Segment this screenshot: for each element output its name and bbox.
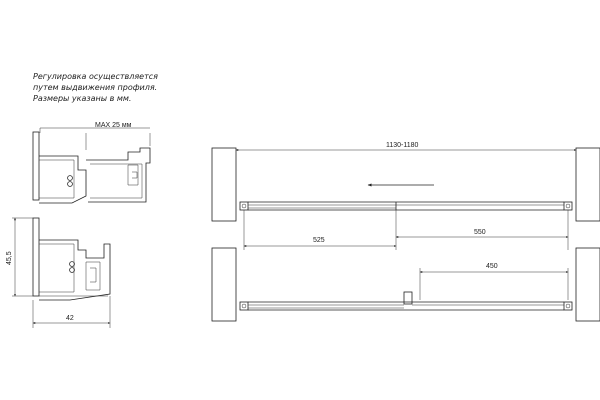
wall-right-bottom [575, 247, 600, 322]
door-assembly-bottom [239, 291, 573, 311]
max-dimension-label: MAX 25 мм [95, 122, 132, 129]
overall-dimension-label: 1130-1180 [386, 142, 419, 149]
wall-left-top [211, 147, 237, 222]
note-line-3: Размеры указаны в мм. [33, 94, 132, 103]
note-line-1: Регулировка осуществляется [33, 72, 158, 81]
door-assembly-top [239, 201, 573, 211]
wall-left-bottom [211, 247, 237, 322]
right-opening-label: 550 [474, 229, 486, 236]
profile-section-extended [32, 131, 151, 204]
wall-right-top [575, 147, 600, 222]
closed-opening-label: 450 [486, 263, 498, 270]
height-dimension-label: 45,5 [6, 251, 13, 265]
note-line-2: путем выдвижения профиля. [33, 83, 158, 92]
profile-section-retracted [32, 217, 111, 301]
width-dimension-label: 42 [66, 315, 74, 322]
left-opening-label: 525 [313, 237, 325, 244]
